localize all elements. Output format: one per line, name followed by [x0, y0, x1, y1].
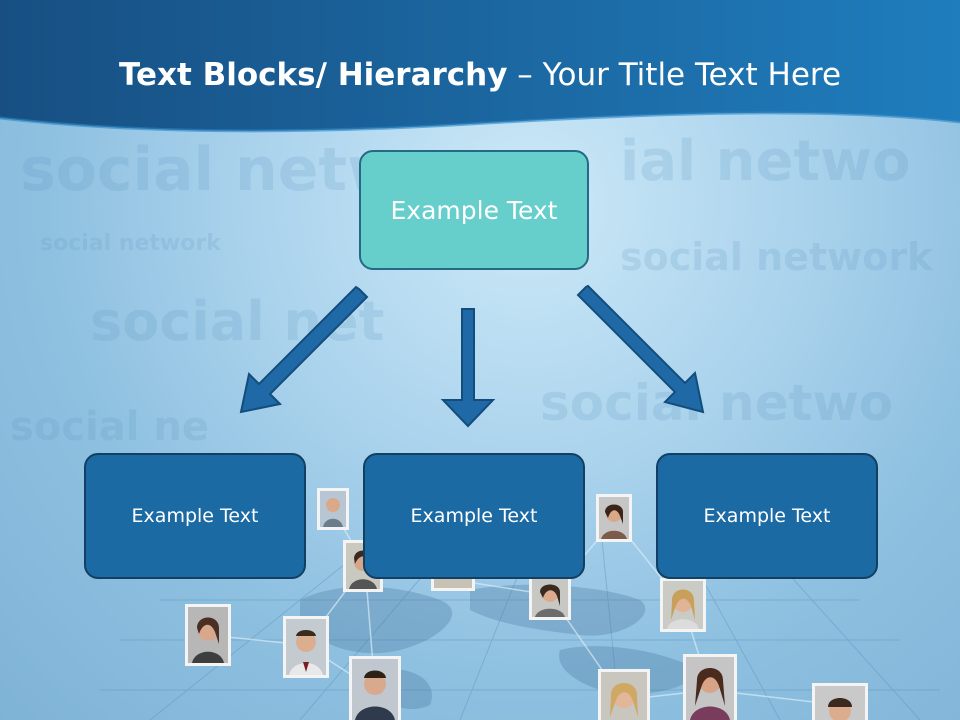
svg-text:social netwo: social netwo: [540, 374, 893, 432]
slide-title-bold: Text Blocks/ Hierarchy: [118, 57, 508, 93]
svg-text:social network: social network: [620, 235, 933, 279]
child-box-center: Example Text: [363, 453, 585, 579]
top-level-box-text: Example Text: [390, 195, 558, 225]
svg-text:social network: social network: [40, 231, 222, 256]
child-box-center-text: Example Text: [410, 505, 538, 527]
svg-text:social ne: social ne: [10, 404, 209, 450]
slide-title-rest: – Your Title Text Here: [507, 57, 842, 93]
title-banner: [0, 0, 960, 131]
slide-title: Text Blocks/ Hierarchy – Your Title Text…: [0, 52, 960, 98]
arrow-left: [239, 285, 369, 414]
child-box-left: Example Text: [84, 453, 306, 579]
top-level-box: Example Text: [359, 150, 589, 270]
svg-text:ial netwo: ial netwo: [620, 129, 911, 194]
child-box-left-text: Example Text: [131, 505, 259, 527]
svg-text:social netw: social netw: [20, 135, 403, 205]
child-box-right: Example Text: [656, 453, 878, 579]
arrow-center: [440, 308, 496, 428]
child-box-right-text: Example Text: [703, 505, 831, 527]
arrow-right: [576, 284, 705, 414]
